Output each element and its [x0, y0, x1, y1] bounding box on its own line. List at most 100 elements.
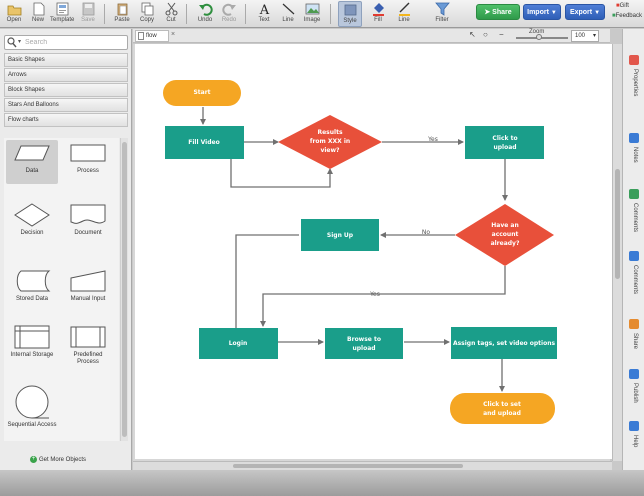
undo-label: Undo: [197, 17, 213, 23]
toolbar-divider: [245, 4, 246, 24]
undo-button[interactable]: Undo: [193, 1, 217, 27]
library-block-shapes[interactable]: Block Shapes: [4, 83, 128, 97]
get-more-label: Get More Objects: [39, 457, 87, 464]
node-login[interactable]: [199, 328, 278, 359]
tab-help[interactable]: Help: [625, 421, 643, 461]
tab-flow[interactable]: flow: [135, 30, 169, 42]
edge-label-yes: Yes: [427, 136, 438, 143]
scrollbar-thumb[interactable]: [615, 169, 620, 279]
canvas-vertical-scrollbar[interactable]: [612, 44, 622, 461]
shape-stored-data[interactable]: Stored Data: [6, 268, 58, 312]
node-assign-tags-label: Assign tags, set video options: [453, 340, 556, 347]
cut-button[interactable]: Cut: [159, 1, 183, 27]
node-start[interactable]: [163, 80, 241, 106]
shape-sequential-access[interactable]: Sequential Access: [6, 384, 58, 438]
node-assign-tags[interactable]: [451, 327, 557, 359]
template-button[interactable]: Template: [50, 1, 74, 27]
share-button[interactable]: ➤ Share: [476, 4, 520, 20]
zoom-slider-handle[interactable]: [536, 34, 542, 40]
search-input[interactable]: [25, 36, 125, 49]
image-tool-label: Image: [303, 17, 321, 23]
copy-button[interactable]: Copy: [135, 1, 159, 27]
redo-button[interactable]: Redo: [217, 1, 241, 27]
scrollbar-thumb[interactable]: [122, 142, 127, 437]
shape-predefined-process[interactable]: Predefined Process: [62, 324, 114, 374]
open-button[interactable]: Open: [2, 1, 26, 27]
export-button[interactable]: Export▼: [565, 4, 605, 20]
shape-document[interactable]: Document: [62, 202, 114, 246]
internal-storage-shape-icon: [14, 325, 50, 349]
edge-fill-loop[interactable]: [230, 159, 333, 188]
search-icon[interactable]: [7, 37, 17, 48]
save-icon: [82, 2, 94, 16]
library-flow-charts[interactable]: Flow charts: [4, 113, 128, 127]
shape-manual-input[interactable]: Manual Input: [62, 268, 114, 312]
import-button[interactable]: Import▼: [523, 4, 561, 20]
zoom-out-icon[interactable]: −: [499, 30, 504, 39]
filter-button[interactable]: Filter: [430, 1, 454, 27]
comment-bubble-icon[interactable]: ○: [483, 30, 488, 39]
share-icon: ➤: [484, 9, 491, 16]
zoom-select[interactable]: 100 ▾: [571, 30, 599, 42]
tab-comments-secondary[interactable]: Comments: [625, 251, 643, 311]
node-click-to-upload-line1: Click to: [492, 135, 517, 142]
close-icon[interactable]: ×: [171, 31, 176, 38]
library-stars-and-balloons[interactable]: Stars And Balloons: [4, 98, 128, 112]
node-start-label: Start: [193, 89, 210, 96]
text-tool-button[interactable]: A Text: [252, 1, 276, 27]
tab-comments[interactable]: Comments: [625, 189, 643, 245]
flowchart: Yes No Yes Start Fill Video Results from…: [163, 80, 557, 424]
node-decision-account[interactable]: [455, 204, 554, 266]
pointer-tool-icon[interactable]: ↖: [469, 30, 476, 39]
zoom-slider[interactable]: [516, 37, 568, 39]
shape-decision[interactable]: Decision: [6, 202, 58, 246]
shape-label: Data: [25, 168, 39, 174]
library-arrows[interactable]: Arrows: [4, 68, 128, 82]
get-more-objects-link[interactable]: +Get More Objects: [30, 456, 86, 464]
tab-share[interactable]: Share: [625, 319, 643, 363]
node-click-to-upload[interactable]: [465, 126, 544, 159]
line-color-button[interactable]: Line: [392, 1, 416, 27]
node-browse-to-upload[interactable]: [325, 328, 403, 359]
new-label: New: [31, 17, 44, 23]
feedback-link[interactable]: ■Feedback: [612, 12, 642, 20]
library-label: Arrows: [8, 72, 27, 78]
node-end-line1: Click to set: [483, 401, 521, 408]
node-decision-results[interactable]: [278, 115, 382, 169]
text-icon: A: [258, 3, 269, 16]
process-shape-icon: [70, 144, 106, 162]
shape-gallery-scrollbar[interactable]: [120, 138, 128, 441]
tab-notes[interactable]: Notes: [625, 133, 643, 183]
gift-link[interactable]: ■Gift: [616, 2, 629, 10]
tab-properties[interactable]: Properties: [625, 55, 643, 125]
scrollbar-thumb[interactable]: [233, 464, 463, 468]
shape-label: Manual Input: [70, 296, 106, 302]
fill-button[interactable]: Fill: [366, 1, 390, 27]
text-tool-label: Text: [258, 17, 270, 23]
toolbar-divider: [104, 4, 105, 24]
drawing-canvas[interactable]: Yes No Yes Start Fill Video Results from…: [135, 44, 612, 459]
save-button[interactable]: Save: [76, 1, 100, 27]
tab-publish[interactable]: Publish: [625, 369, 643, 413]
image-tool-button[interactable]: Image: [300, 1, 324, 27]
shape-process[interactable]: Process: [62, 140, 114, 184]
node-fill-video[interactable]: [165, 126, 244, 159]
shape-internal-storage[interactable]: Internal Storage: [6, 324, 58, 374]
shape-data[interactable]: Data: [6, 140, 58, 184]
canvas-horizontal-scrollbar[interactable]: [133, 461, 612, 470]
open-label: Open: [6, 17, 22, 23]
node-end[interactable]: [450, 393, 555, 424]
template-icon: [56, 2, 68, 16]
edge-decision2-login[interactable]: [260, 266, 506, 327]
line-tool-button[interactable]: Line: [276, 1, 300, 27]
fill-label: Fill: [374, 17, 382, 23]
style-button[interactable]: Style: [338, 1, 362, 27]
library-basic-shapes[interactable]: Basic Shapes: [4, 53, 128, 67]
search-options-chevron-icon[interactable]: ▾: [18, 39, 22, 45]
help-icon: [629, 421, 639, 431]
paste-button[interactable]: Paste: [110, 1, 134, 27]
node-sign-up[interactable]: [301, 219, 379, 251]
tab-label: Share: [632, 333, 638, 350]
edge-signup-login[interactable]: [235, 234, 299, 345]
new-button[interactable]: New: [26, 1, 50, 27]
